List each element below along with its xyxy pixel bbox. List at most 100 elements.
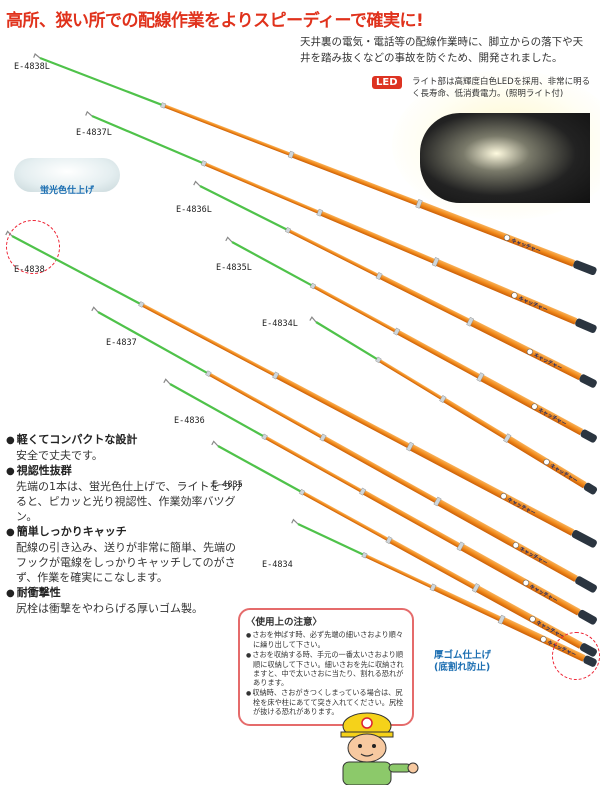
rubber-cap <box>571 529 597 548</box>
pole-segment <box>317 209 436 264</box>
joint-ring <box>298 488 306 496</box>
pole-segment <box>457 542 581 616</box>
headline: 高所、狭い所での配線作業をよりスピーディーで確実に! <box>6 11 424 31</box>
pole-e4835: キャッチャー <box>211 440 597 657</box>
pole-segment <box>202 161 320 214</box>
brand-logo-icon <box>531 403 538 410</box>
caution-item: さおを伸ばす時、必ず先端の細いさおより順々に繰り出して下さい。 <box>246 630 406 650</box>
hook-icon <box>309 316 317 323</box>
feature-body: 安全で丈夫です。 <box>16 449 103 462</box>
pole-segment <box>139 302 276 377</box>
feature-item: 軽くてコンパクトな設計 安全で丈夫です。 <box>6 432 246 463</box>
joint-ring <box>503 433 512 443</box>
brand-logo-icon <box>540 636 547 643</box>
pole-segment <box>473 584 583 649</box>
model-label-e4834: E-4834 <box>262 560 293 570</box>
pole-e4838: キャッチャー <box>5 230 597 548</box>
joint-ring <box>287 150 295 159</box>
brand-label: キャッチャー <box>549 462 579 484</box>
joint-ring <box>439 395 447 403</box>
brand-logo-icon <box>512 542 519 549</box>
brand-logo-icon <box>526 348 533 355</box>
rubber-cap <box>573 260 597 276</box>
joint-ring <box>456 541 465 552</box>
joint-ring <box>433 496 442 507</box>
pole-segment <box>434 497 578 582</box>
pole-segment <box>217 445 302 493</box>
pole-segment <box>440 396 508 440</box>
pole-segment <box>161 103 291 156</box>
pole-e4835l: キャッチャー <box>225 236 597 443</box>
pole-segment <box>289 151 419 206</box>
pole-e4836l: キャッチャー <box>193 180 597 388</box>
rubber-cap <box>583 482 598 495</box>
joint-ring <box>431 257 440 267</box>
rubber-cap <box>575 576 597 593</box>
pole-segment <box>320 434 438 504</box>
fluorescent-label: 蛍光色仕上げ <box>40 186 95 196</box>
brand-label: キャッチャー <box>528 583 559 604</box>
pole-segment <box>199 185 288 231</box>
joint-ring <box>319 433 327 442</box>
rubber-cap-highlight-circle <box>552 632 600 680</box>
joint-ring <box>393 327 401 336</box>
hook-icon <box>91 306 99 313</box>
rubber-cap <box>580 429 597 443</box>
brand-logo-icon <box>529 616 536 623</box>
hook-icon <box>85 110 93 117</box>
joint-ring <box>375 356 382 364</box>
pole-segment <box>300 490 389 542</box>
pole-segment <box>311 284 397 333</box>
feature-title: 視認性抜群 <box>6 463 246 479</box>
feature-list: 軽くてコンパクトな設計 安全で丈夫です。 視認性抜群 先端の1本は、蛍光色仕上げ… <box>6 432 246 616</box>
pole-segment <box>360 488 461 549</box>
pole-segment <box>262 434 363 493</box>
pole-segment <box>376 357 443 400</box>
pole-segment <box>91 114 204 165</box>
joint-ring <box>205 370 212 377</box>
intro-text: 天井裏の電気・電話等の配線作業時に、脚立からの落下や天井を踏み抜くなどの事故を防… <box>300 36 584 64</box>
worker-mascot-icon <box>340 712 419 785</box>
pole-e4837l: キャッチャー <box>85 110 597 333</box>
rubber-cap <box>579 374 597 388</box>
model-label-e4838: E-4838 <box>14 265 45 275</box>
model-label-e4837: E-4837 <box>106 338 137 348</box>
brand-label: キャッチャー <box>517 295 548 314</box>
joint-ring <box>160 102 167 109</box>
rubber-cap <box>577 609 597 625</box>
pole-segment <box>169 383 265 438</box>
joint-ring <box>359 487 367 496</box>
feature-title: 軽くてコンパクトな設計 <box>6 432 246 448</box>
model-label-e4834l: E-4834L <box>262 319 298 329</box>
led-light-photo <box>420 113 590 203</box>
joint-ring <box>316 208 324 217</box>
hook-icon <box>163 378 171 385</box>
pole-segment <box>431 584 502 622</box>
brand-logo-icon <box>500 493 507 500</box>
pole-e4836: キャッチャー <box>163 378 597 625</box>
pole-segment <box>416 200 576 267</box>
pole-segment <box>297 523 365 556</box>
tip-highlight-circle <box>6 220 60 274</box>
pole-segment <box>206 371 323 439</box>
brand-logo-icon <box>503 234 511 241</box>
brand-logo-icon <box>522 579 529 586</box>
caution-item: さおを収納する時、手元の一番太いさおより順順に収納して下さい。細いさおを先に収納… <box>246 650 406 688</box>
pole-segment <box>97 311 209 375</box>
feature-body: 先端の1本は、蛍光色仕上げで、ライトをつけると、ピカッと光り視認性、作業効率バツ… <box>16 480 243 523</box>
pole-segment <box>362 553 433 589</box>
joint-ring <box>138 301 145 308</box>
joint-ring <box>272 371 280 380</box>
hook-icon <box>291 518 299 525</box>
joint-ring <box>261 433 268 441</box>
joint-ring <box>471 583 480 593</box>
model-label-e4836l: E-4836L <box>176 205 212 215</box>
pole-segment <box>315 321 379 361</box>
feature-item: 簡単しっかりキャッチ 配線の引き込み、送りが非常に簡単、先端のフックが電線をしっ… <box>6 524 246 585</box>
feature-body: 配線の引き込み、送りが非常に簡単、先端のフックが電線をしっかりキャッチしてのがさ… <box>16 541 236 584</box>
brand-label: キャッチャー <box>532 351 563 371</box>
feature-body: 尻栓は衝撃をやわらげる厚いゴム製。 <box>16 602 203 615</box>
pole-segment <box>407 443 575 536</box>
joint-ring <box>284 227 292 234</box>
hook-icon <box>5 230 13 237</box>
